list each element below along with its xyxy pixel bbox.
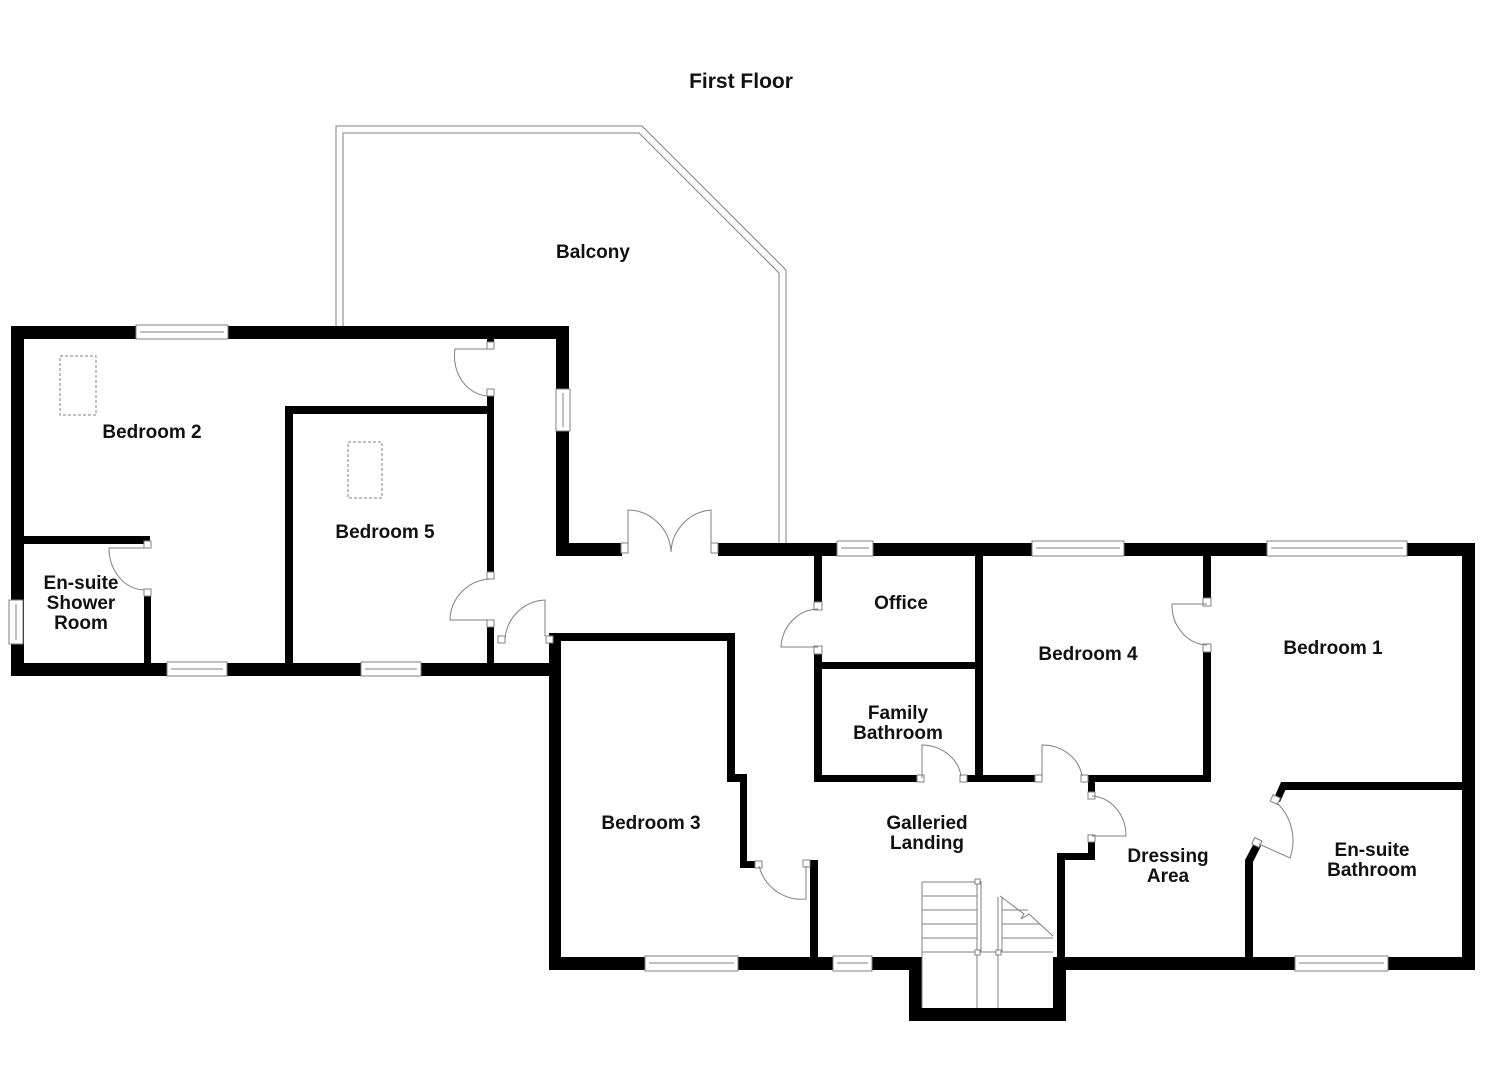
room-label-bedroom-5: Bedroom 5: [335, 523, 434, 543]
room-label-bedroom-2: Bedroom 2: [102, 423, 201, 443]
door-swing-icon: [108, 540, 152, 597]
room-label-line: Family: [867, 703, 929, 724]
skylight-icon: [59, 355, 97, 416]
window-icon: [836, 540, 874, 557]
room-label-line: Area: [1146, 866, 1190, 887]
window-icon: [360, 661, 422, 677]
doors: [108, 341, 1294, 900]
door-swing-icon: [1251, 794, 1294, 859]
window-icon: [1294, 955, 1389, 972]
room-label-line: Bedroom 2: [102, 422, 202, 443]
window-icon: [135, 324, 229, 340]
skylight-icon: [347, 441, 383, 499]
room-label-family-bathroom: Family Bathroom: [853, 704, 943, 744]
room-label-line: Landing: [890, 833, 964, 854]
skylights: [59, 355, 383, 499]
door-swing-icon: [780, 601, 823, 655]
room-label-line: Dressing: [1127, 846, 1209, 867]
window-icon: [1031, 540, 1125, 557]
window-icon: [644, 955, 739, 972]
window-icon: [166, 661, 228, 677]
room-label-line: Shower: [46, 593, 116, 614]
room-label-bedroom-4: Bedroom 4: [1038, 645, 1137, 665]
walls: [11, 326, 1475, 1021]
room-label-line: Bathroom: [853, 723, 943, 744]
room-label-line: Bedroom 1: [1283, 638, 1383, 659]
door-swing-icon: [1171, 597, 1212, 653]
room-label-line: Bathroom: [1327, 860, 1417, 881]
door-swing-icon: [1087, 791, 1127, 843]
balcony-railing: [335, 125, 787, 548]
window-icon: [8, 599, 24, 645]
room-label-line: Room: [54, 613, 108, 634]
door-swing-icon: [454, 341, 495, 397]
room-label-line: Office: [874, 593, 928, 614]
door-swing-icon: [449, 571, 495, 628]
room-label-ensuite-shower-room: En-suite Shower Room: [44, 574, 119, 634]
room-label-dressing-area: Dressing Area: [1127, 847, 1208, 887]
room-label-line: Bedroom 4: [1038, 644, 1138, 665]
windows: [8, 324, 1408, 972]
room-label-balcony: Balcony: [556, 243, 630, 263]
room-label-line: En-suite: [43, 573, 119, 594]
room-label-galleried-landing: Galleried Landing: [886, 814, 967, 854]
room-label-line: Bedroom 5: [335, 522, 435, 543]
room-label-bedroom-3: Bedroom 3: [601, 814, 700, 834]
room-label-line: Galleried: [886, 813, 968, 834]
window-icon: [555, 388, 571, 432]
door-swing-icon: [754, 859, 811, 900]
door-swing-icon: [620, 509, 719, 554]
room-label-line: Balcony: [556, 242, 630, 263]
door-swing-icon: [497, 599, 554, 644]
door-swing-icon: [916, 744, 968, 783]
room-label-office: Office: [874, 594, 928, 614]
page-title: First Floor: [689, 70, 793, 93]
room-label-line: Bedroom 3: [601, 813, 701, 834]
window-icon: [1266, 540, 1408, 557]
door-swing-icon: [1034, 744, 1089, 783]
room-label-ensuite-bathroom: En-suite Bathroom: [1327, 841, 1417, 881]
room-label-bedroom-1: Bedroom 1: [1283, 639, 1382, 659]
window-icon: [832, 955, 873, 972]
room-label-line: En-suite: [1334, 840, 1410, 861]
staircase-icon: [921, 878, 1054, 1008]
